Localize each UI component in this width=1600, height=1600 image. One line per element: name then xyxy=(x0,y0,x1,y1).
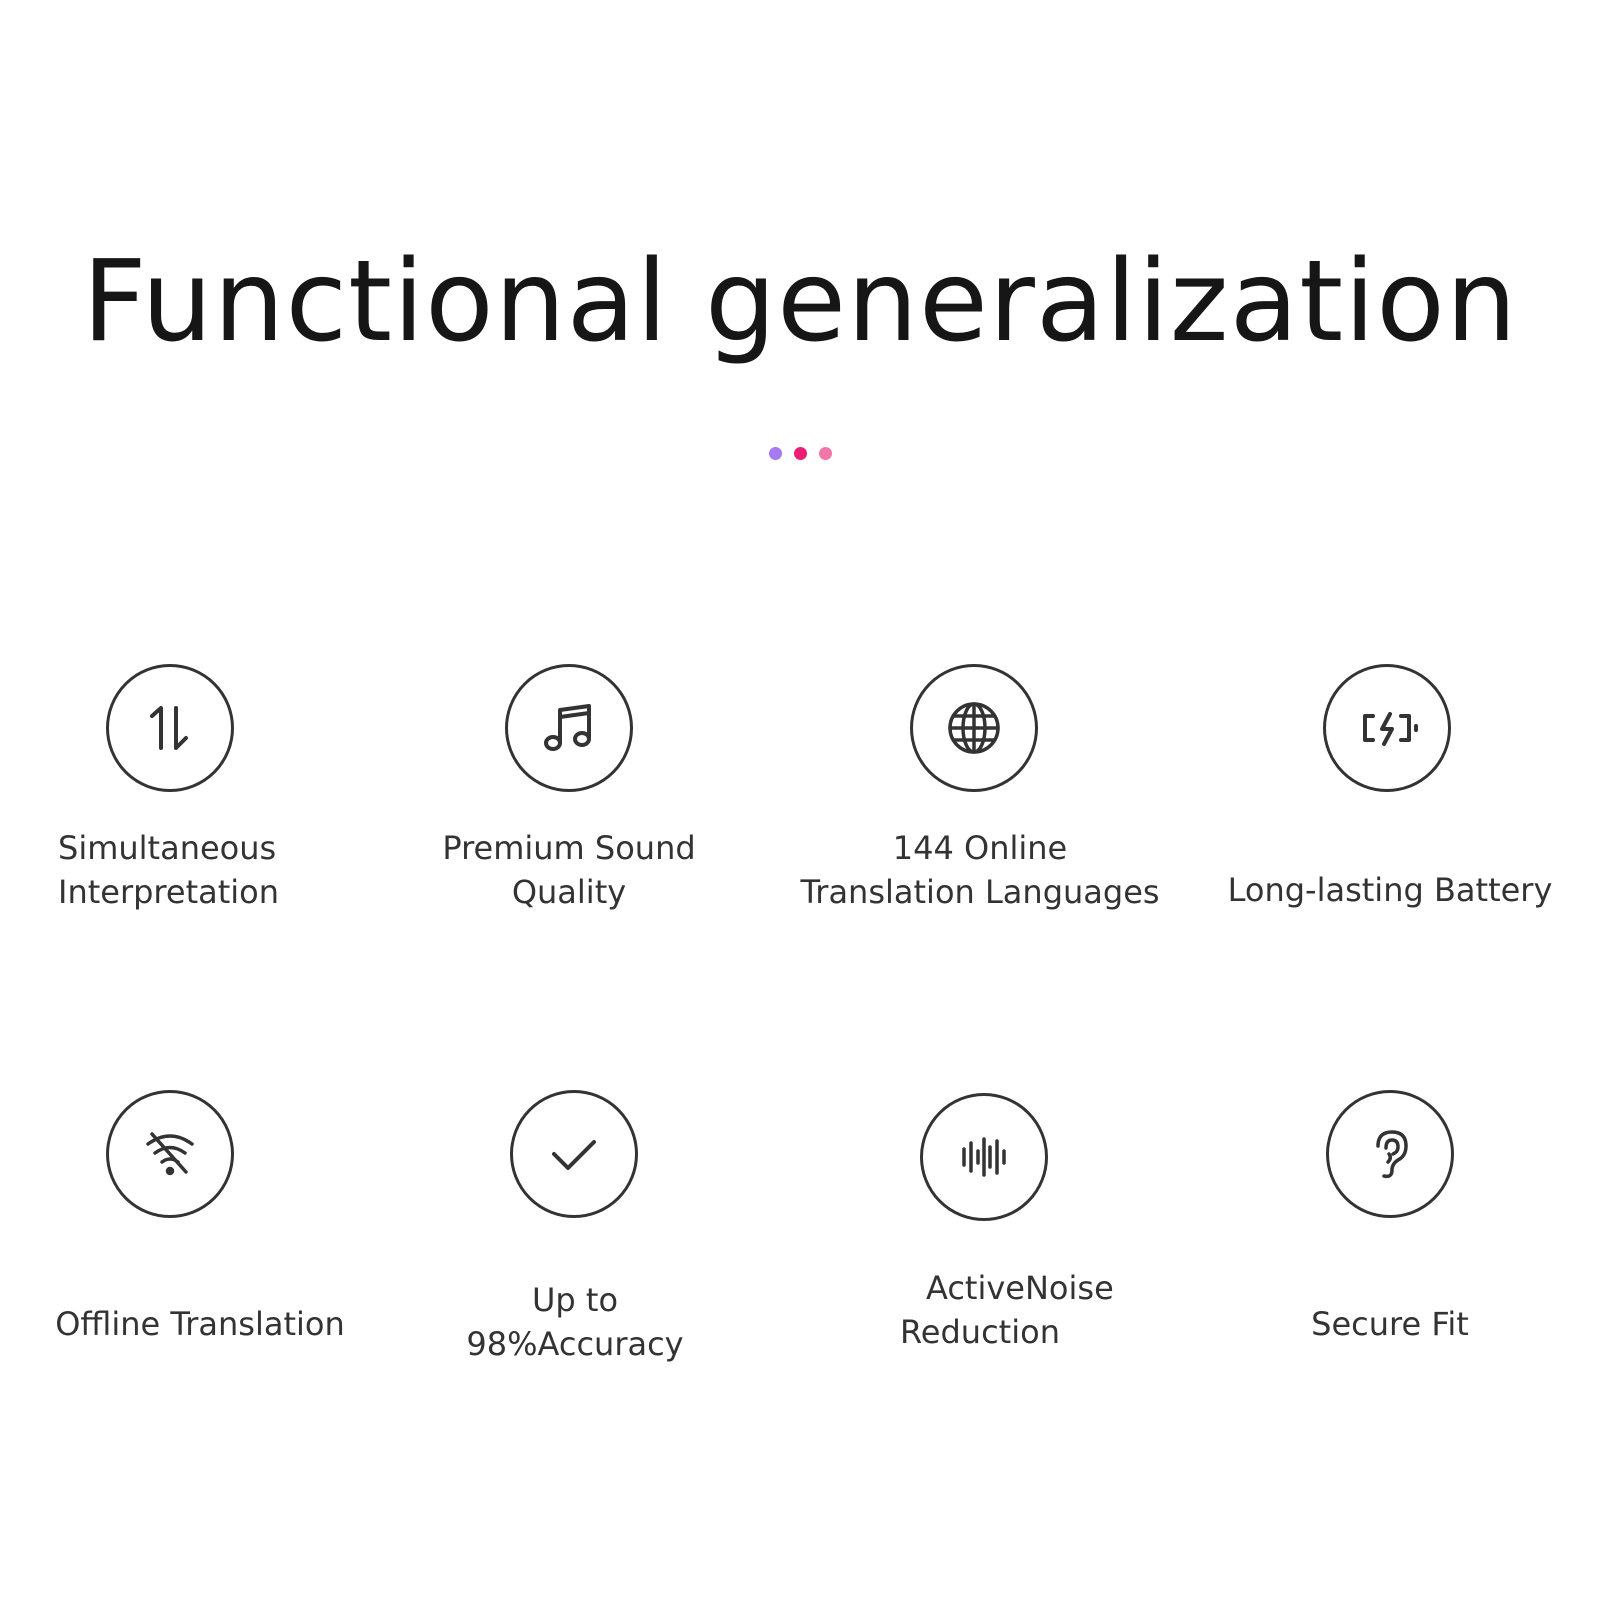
sound-wave-icon xyxy=(920,1093,1048,1221)
feature-label-line: Translation Languages xyxy=(800,873,1160,911)
feature-label-secure-fit: Secure Fit xyxy=(1260,1302,1520,1346)
checkmark-icon xyxy=(510,1090,638,1218)
feature-label-line: 144 Online xyxy=(892,829,1068,867)
globe-icon xyxy=(910,664,1038,792)
decorative-dots xyxy=(0,447,1600,460)
feature-label-line: ActiveNoise xyxy=(926,1269,1114,1307)
feature-label-battery: Long-lasting Battery xyxy=(1225,868,1555,912)
page-title: Functional generalization xyxy=(82,237,1518,367)
dot-pink xyxy=(818,447,832,460)
feature-label-premium-sound: Premium Sound Quality xyxy=(420,826,718,914)
dot-purple xyxy=(768,447,782,460)
dot-magenta xyxy=(793,447,807,460)
up-down-arrows-icon xyxy=(106,664,234,792)
feature-label-offline: Offline Translation xyxy=(50,1302,350,1346)
feature-label-accuracy: Up to 98%Accuracy xyxy=(440,1278,710,1366)
feature-label-line: 98%Accuracy xyxy=(466,1325,684,1363)
feature-label-line: Simultaneous xyxy=(58,829,277,867)
feature-label-simultaneous: Simultaneous Interpretation xyxy=(58,826,290,914)
feature-label-online-languages: 144 Online Translation Languages xyxy=(780,826,1180,914)
feature-label-line: Premium Sound xyxy=(442,829,696,867)
feature-label-line: Secure Fit xyxy=(1311,1305,1469,1343)
feature-label-line: Long-lasting Battery xyxy=(1227,871,1553,909)
feature-label-line: Interpretation xyxy=(58,873,280,911)
feature-label-line: Offline Translation xyxy=(55,1305,345,1343)
ear-icon xyxy=(1326,1090,1454,1218)
wifi-off-icon xyxy=(106,1090,234,1218)
feature-label-line: Quality xyxy=(511,873,627,911)
feature-label-line: Reduction xyxy=(900,1313,1060,1351)
feature-label-noise-reduction: ActiveNoise Reduction xyxy=(900,1266,1160,1354)
music-note-icon xyxy=(505,664,633,792)
battery-charging-icon xyxy=(1323,664,1451,792)
feature-label-line: Up to xyxy=(531,1281,619,1319)
